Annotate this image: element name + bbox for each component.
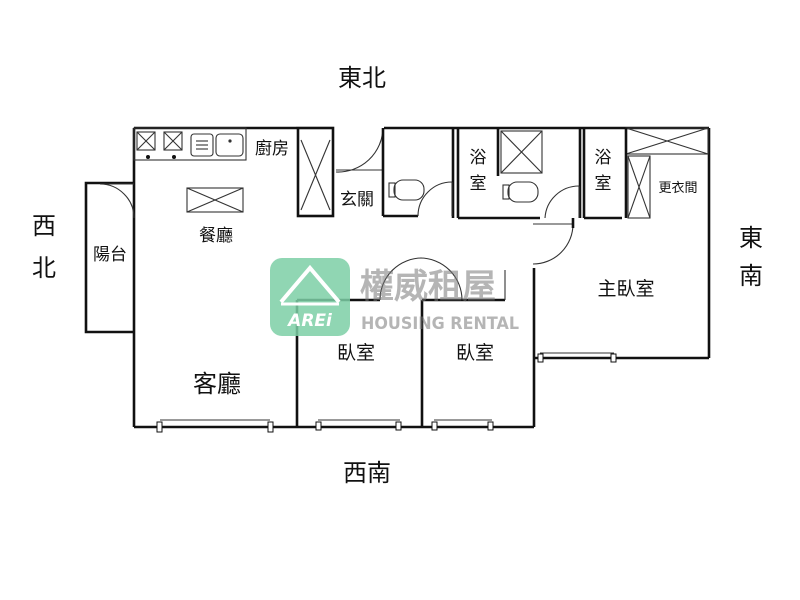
label-living: 客廳 [193,370,241,398]
label-bath2-line1: 浴 [595,148,612,168]
label-master: 主臥室 [597,278,654,300]
label-bath2-line2: 室 [595,174,612,194]
label-bedroom-1: 臥室 [337,342,375,364]
kitchen-counter [133,127,247,161]
balcony [84,181,135,334]
watermark-english: HOUSING RENTAL [361,314,519,334]
direction-top: 東北 [338,64,386,92]
direction-left-line2: 北 [32,254,56,282]
direction-right-line1: 東 [739,224,763,252]
label-bath1-line1: 浴 [470,148,487,168]
bathroom-2 [496,128,622,220]
bathroom-1 [383,128,540,220]
dining-table [186,187,244,213]
master-door [532,218,575,265]
label-bath1-line2: 室 [470,174,487,194]
label-kitchen: 廚房 [255,138,289,159]
entrance-cabinet [300,139,331,211]
direction-left-line1: 西 [32,212,56,240]
arei-logo-icon [270,258,350,336]
watermark: AREi 權威租屋 HOUSING RENTAL [270,258,519,336]
label-entrance: 玄關 [340,190,374,210]
label-balcony: 陽台 [93,245,127,265]
label-bedroom-2: 臥室 [456,342,494,364]
windows [156,352,617,433]
watermark-chinese: 權威租屋 [360,267,496,307]
logo-text: AREi [286,311,333,331]
entrance-door [335,127,385,216]
label-closet: 更衣間 [658,180,697,196]
direction-bottom: 西南 [343,459,391,487]
label-dining: 餐廳 [199,226,233,246]
direction-right-line2: 南 [739,262,763,290]
walk-in-closet [624,127,709,219]
